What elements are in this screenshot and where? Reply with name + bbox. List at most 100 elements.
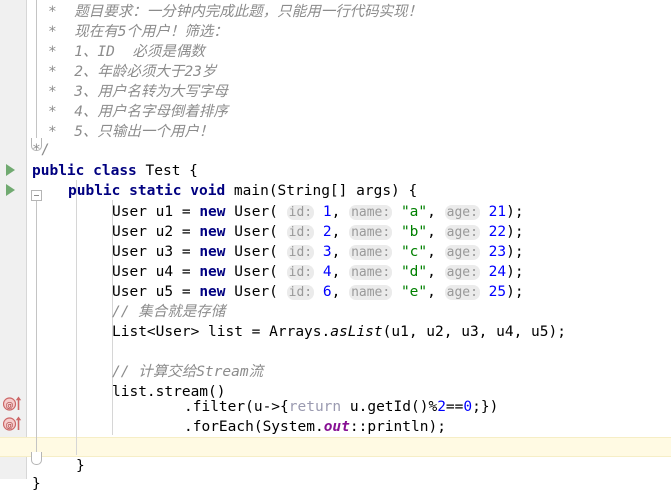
user-line-3: User u3 = new User( id: 3, name: "c", ag… xyxy=(112,244,524,260)
comment-line-5: * 3、用户名转为大写字母 xyxy=(48,84,228,100)
filter-tail: ;}) xyxy=(472,399,499,415)
fold-line-comment xyxy=(36,0,37,140)
user-ctor-2: User( xyxy=(234,224,278,240)
foreach-static-field: out xyxy=(323,419,350,435)
user-tail-2: ); xyxy=(506,224,524,240)
user-type-5: User xyxy=(112,284,147,300)
user-line-2: User u2 = new User( id: 2, name: "b", ag… xyxy=(112,224,524,240)
inlay-hint-name-3: name: xyxy=(349,245,393,260)
user-var-3: u3 xyxy=(155,244,174,260)
filter-compare-operand: 0 xyxy=(463,399,473,415)
user-line-4: User u4 = new User( id: 4, name: "d", ag… xyxy=(112,264,524,280)
comment-stream: // 计算交给Stream流 xyxy=(112,364,264,380)
filter-return-kw: return xyxy=(288,399,342,415)
inlay-hint-id-2: id: xyxy=(286,225,315,240)
class-name: Test xyxy=(145,163,181,179)
filter-body: u.getId()% xyxy=(341,399,438,415)
inlay-hint-age-5: age: xyxy=(444,285,480,300)
inlay-hint-name-1: name: xyxy=(349,205,393,220)
user-new-kw-5: new xyxy=(199,284,226,300)
user-ctor-5: User( xyxy=(234,284,278,300)
lambda-marker-filter-icon[interactable]: @ xyxy=(2,396,25,412)
user-new-kw-2: new xyxy=(199,224,226,240)
user-var-5: u5 xyxy=(155,284,174,300)
list-static-call: asList xyxy=(330,324,383,340)
inlay-hint-age-1: age: xyxy=(444,205,480,220)
inlay-hint-name-2: name: xyxy=(349,225,393,240)
run-class-icon[interactable] xyxy=(6,164,15,176)
class-closing-brace: } xyxy=(32,476,41,492)
stream-source-line: list.stream() xyxy=(112,384,226,400)
foreach-head: .forEach(System. xyxy=(184,419,324,435)
user-type-1: User xyxy=(112,204,147,220)
main-method-params: (String[] args) xyxy=(268,183,400,199)
user-new-kw-3: new xyxy=(199,244,226,260)
comment-line-4: * 2、年龄必须大于23岁 xyxy=(48,64,217,80)
user-id-3: 3 xyxy=(322,244,332,260)
caret-line-highlight xyxy=(0,437,671,457)
comment-line-7: * 5、只输出一个用户！ xyxy=(48,124,214,140)
user-age-1: 21 xyxy=(488,204,507,220)
inlay-hint-id-1: id: xyxy=(286,205,315,220)
comment-line-3: * 1、ID 必须是偶数 xyxy=(48,44,205,60)
user-new-kw-1: new xyxy=(199,204,226,220)
fold-box-method[interactable] xyxy=(31,190,42,201)
list-declaration-line: List<User> list = Arrays.asList(u1, u2, … xyxy=(112,322,566,342)
run-method-icon[interactable] xyxy=(6,184,15,196)
user-age-5: 25 xyxy=(488,284,507,300)
foreach-tail: ::println); xyxy=(349,419,446,435)
user-line-1: User u1 = new User( id: 1, name: "a", ag… xyxy=(112,204,524,220)
user-id-5: 6 xyxy=(322,284,332,300)
lambda-marker-foreach-icon[interactable]: @ xyxy=(2,416,25,432)
comment-collection: // 集合就是存储 xyxy=(112,304,226,320)
class-declaration-line: public class Test { xyxy=(32,161,198,181)
filter-modulo-operand: 2 xyxy=(437,399,446,415)
indent-guide-1 xyxy=(76,180,77,455)
user-var-4: u4 xyxy=(155,264,174,280)
inlay-hint-age-4: age: xyxy=(444,265,480,280)
user-age-2: 22 xyxy=(488,224,507,240)
user-ctor-4: User( xyxy=(234,264,278,280)
user-tail-5: ); xyxy=(506,284,524,300)
user-type-3: User xyxy=(112,244,147,260)
user-type-4: User xyxy=(112,264,147,280)
user-age-3: 23 xyxy=(488,244,507,260)
filter-equality-op: == xyxy=(445,399,464,415)
user-var-2: u2 xyxy=(155,224,174,240)
fold-cap-method[interactable] xyxy=(31,452,42,465)
inlay-hint-name-4: name: xyxy=(349,265,393,280)
svg-text:@: @ xyxy=(6,401,14,410)
inlay-hint-name-5: name: xyxy=(349,285,393,300)
main-static-kw: static xyxy=(129,183,182,199)
inlay-hint-id-3: id: xyxy=(286,245,315,260)
svg-text:@: @ xyxy=(6,421,14,430)
list-decl: List<User> list = Arrays. xyxy=(112,324,331,340)
user-age-4: 24 xyxy=(488,264,507,280)
class-open-brace: { xyxy=(189,163,198,179)
stream-filter-line: .filter(u->{return u.getId()%2==0;}) xyxy=(184,397,498,417)
fold-strip[interactable] xyxy=(28,0,46,479)
user-id-4: 4 xyxy=(322,264,332,280)
comment-line-1: * 题目要求：一分钟内完成此题，只能用一行代码实现！ xyxy=(48,4,423,20)
user-id-2: 2 xyxy=(322,224,332,240)
user-name-2: "b" xyxy=(400,224,428,240)
fold-cap-comment[interactable] xyxy=(31,138,42,151)
user-line-5: User u5 = new User( id: 6, name: "e", ag… xyxy=(112,284,524,300)
main-method-name: main xyxy=(233,183,269,199)
user-var-1: u1 xyxy=(155,204,174,220)
user-tail-1: ); xyxy=(506,204,524,220)
main-return-type: void xyxy=(190,183,226,199)
stream-foreach-line: .forEach(System.out::println); xyxy=(184,417,446,437)
inlay-hint-age-2: age: xyxy=(444,225,480,240)
user-new-kw-4: new xyxy=(199,264,226,280)
comment-line-close: */ xyxy=(32,142,50,158)
method-closing-brace: } xyxy=(76,458,85,474)
user-ctor-3: User( xyxy=(234,244,278,260)
fold-line-method xyxy=(36,197,37,455)
list-args: (u1, u2, u3, u4, u5); xyxy=(382,324,566,340)
class-modifier-kw: public xyxy=(32,163,85,179)
main-open-brace: { xyxy=(408,183,418,199)
user-name-1: "a" xyxy=(400,204,428,220)
